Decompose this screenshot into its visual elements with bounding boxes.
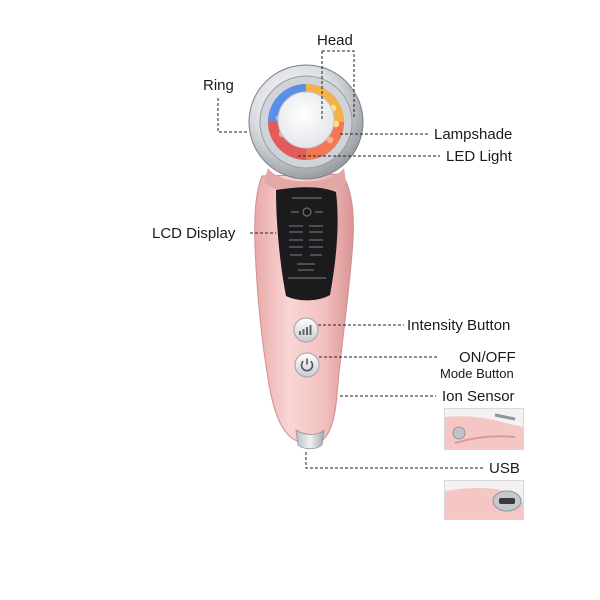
- label-lampshade: Lampshade: [434, 126, 513, 143]
- label-on-off: ON/OFF: [459, 349, 516, 366]
- usb-port-detail-inset: [444, 480, 524, 520]
- label-head: Head: [317, 32, 353, 49]
- signal-bars-icon: [299, 325, 312, 335]
- label-usb: USB: [489, 460, 520, 477]
- label-lcd-display: LCD Display: [152, 225, 236, 242]
- intensity-button-shape: [293, 317, 319, 343]
- lead-lines: [217, 50, 484, 469]
- lampshade: [277, 91, 335, 149]
- lcd-readout: [288, 197, 326, 279]
- lead-line-usb: [305, 452, 484, 469]
- label-intensity-button: Intensity Button: [407, 317, 511, 334]
- lcd-screen: [276, 187, 338, 301]
- ion-sensor-detail-inset: [444, 408, 524, 450]
- lead-line-ring: [217, 98, 248, 133]
- label-led-light: LED Light: [446, 148, 512, 165]
- power-icon: [300, 358, 314, 372]
- label-ring: Ring: [203, 77, 234, 94]
- lead-line-head: [321, 50, 355, 121]
- power-button-shape: [294, 352, 320, 378]
- label-ion-sensor: Ion Sensor: [442, 388, 515, 405]
- label-mode-button: Mode Button: [440, 366, 514, 381]
- device-neck: [264, 168, 346, 194]
- device-tip: [295, 428, 325, 450]
